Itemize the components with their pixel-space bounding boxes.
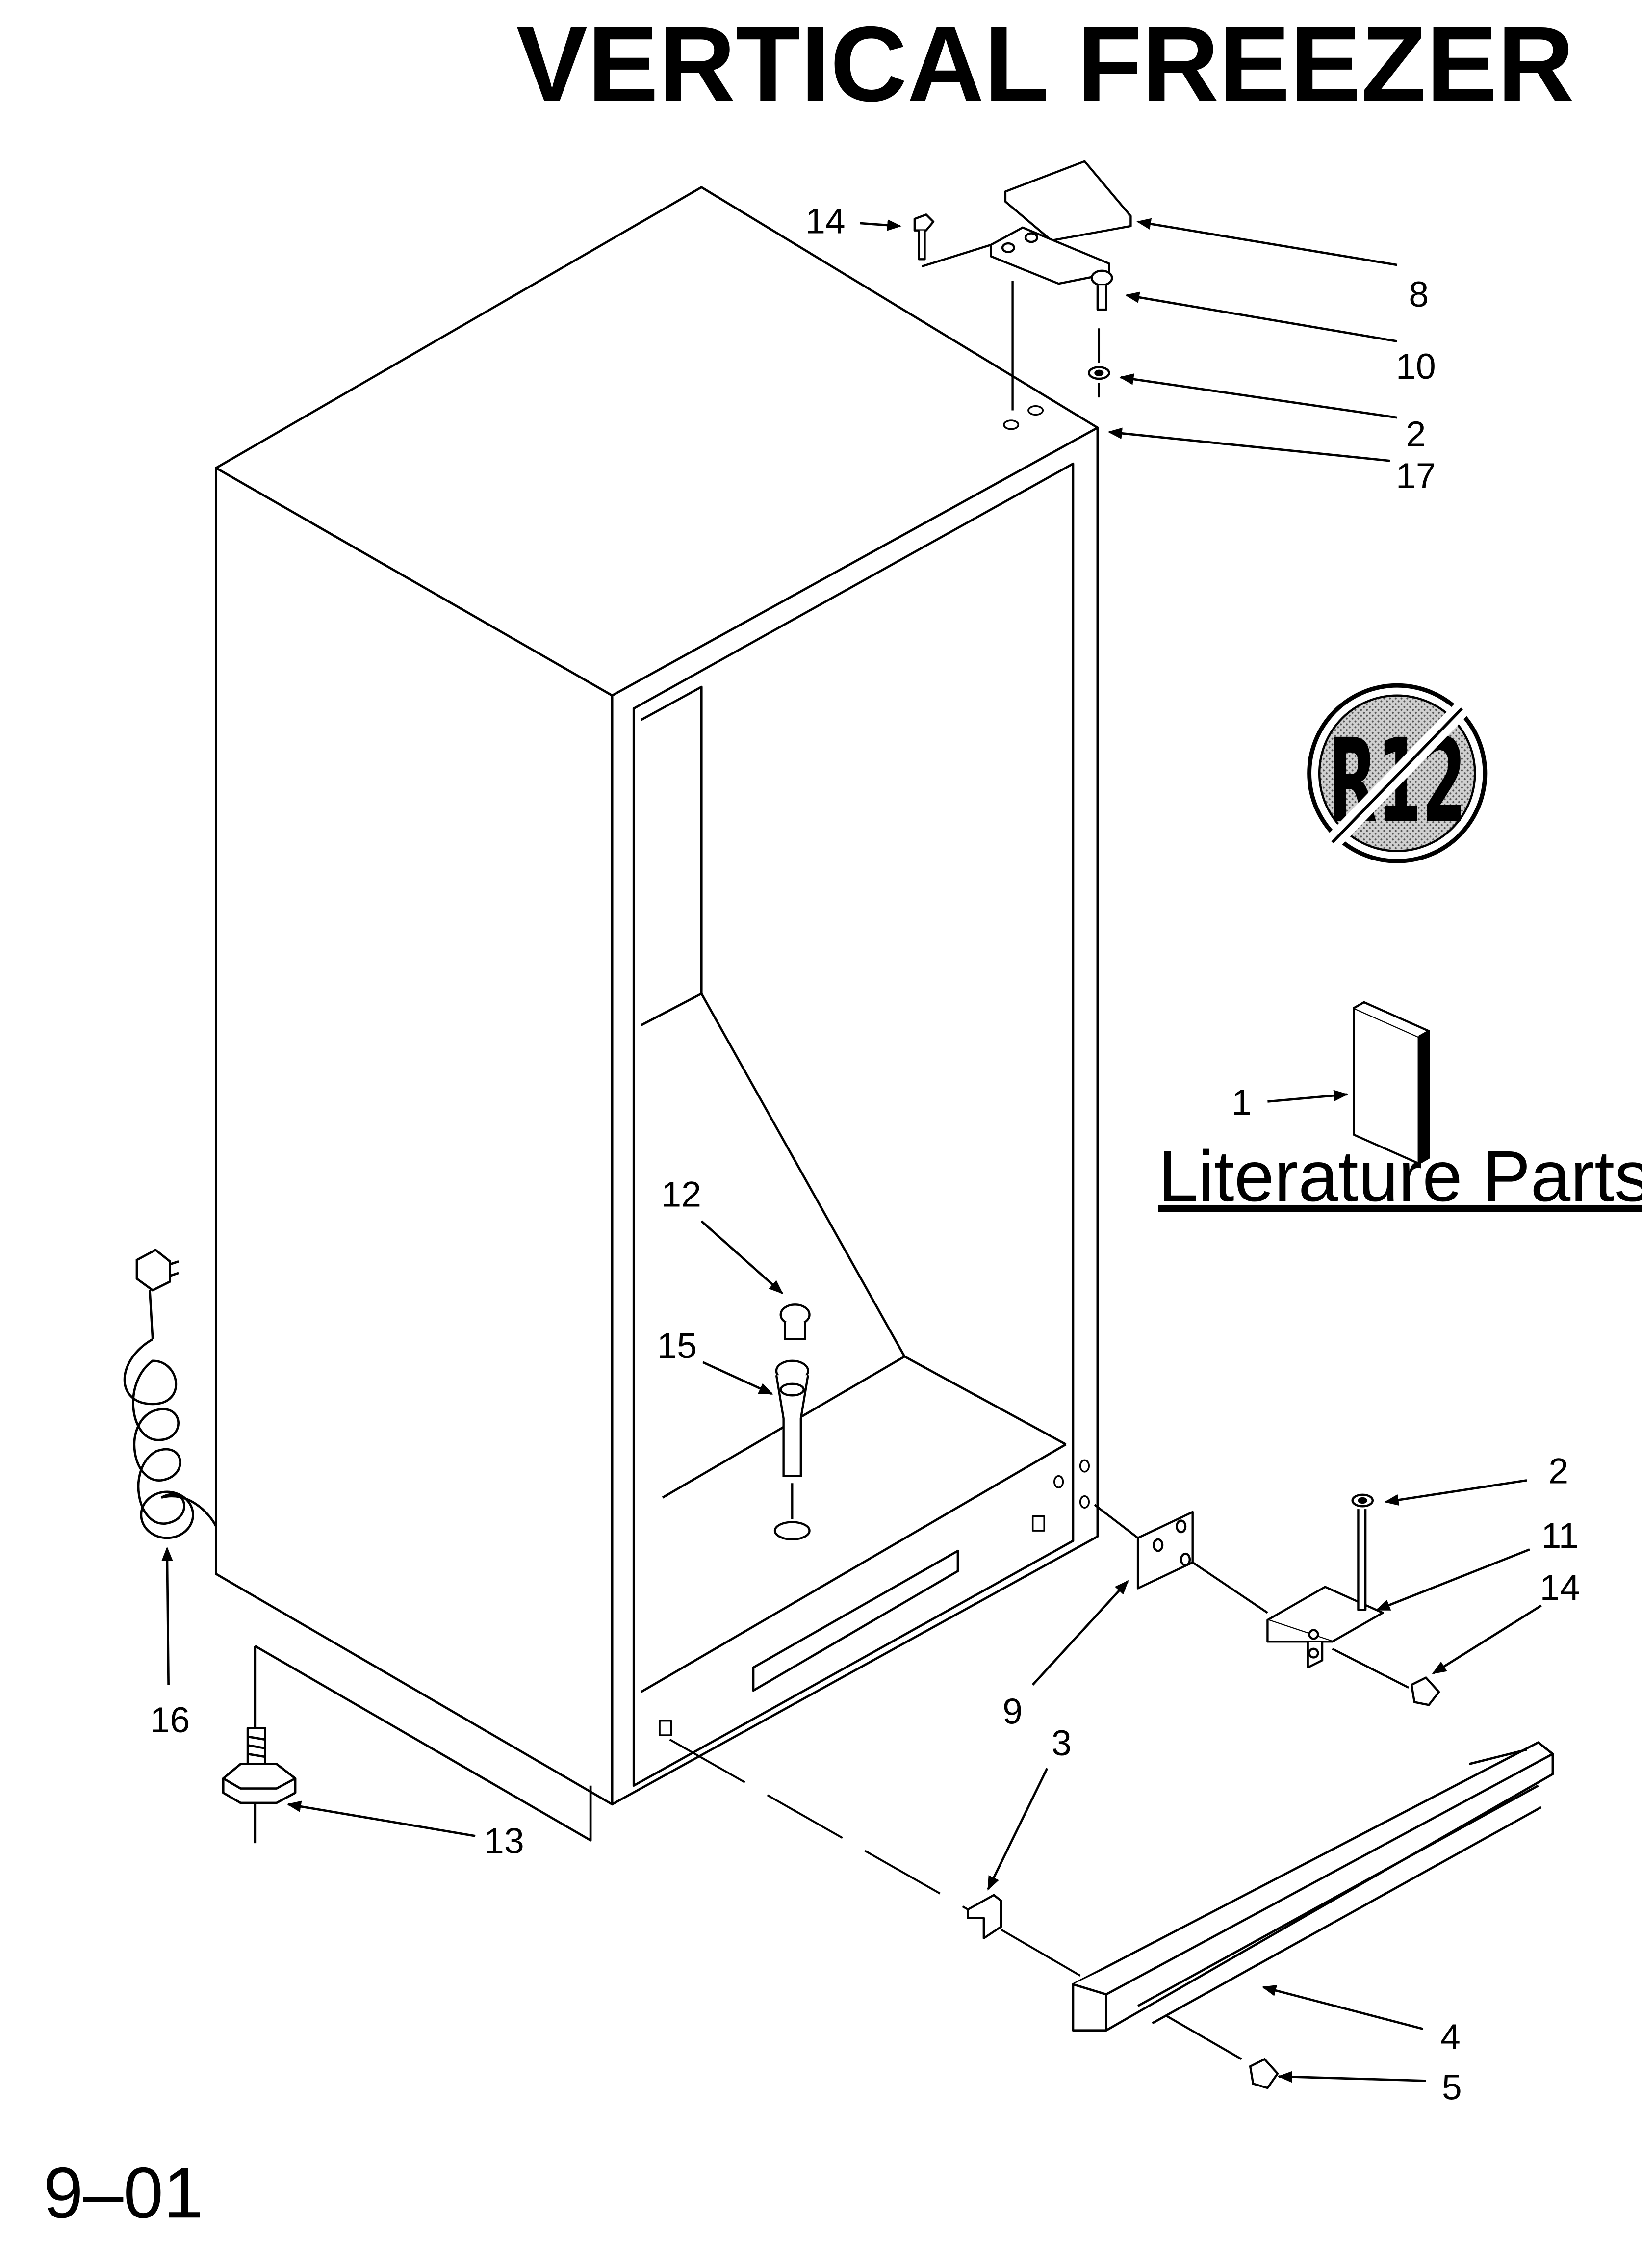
power-cord — [123, 1248, 217, 1539]
callout-part-2-bottom: 2 — [1548, 1451, 1568, 1491]
callout-part-15: 15 — [657, 1326, 697, 1366]
callout-part-8: 8 — [1409, 274, 1429, 314]
toe-grille — [1072, 1741, 1554, 2032]
callout-part-16: 16 — [150, 1700, 190, 1740]
no-r12-logo: R12 — [1307, 683, 1488, 863]
clip-guide-line — [669, 1738, 969, 1910]
callout-part-17: 17 — [1396, 456, 1436, 496]
page-title: VERTICAL FREEZER — [516, 5, 1574, 124]
callout-part-10: 10 — [1396, 346, 1436, 387]
literature-parts-label: Literature Parts — [1158, 1136, 1642, 1217]
callout-part-9: 9 — [1002, 1691, 1023, 1731]
callout-part-5: 5 — [1442, 2067, 1462, 2108]
callout-part-14-top: 14 — [805, 201, 846, 241]
callout-part-14-bottom: 14 — [1540, 1567, 1580, 1608]
drain-parts — [773, 1303, 811, 1540]
grille-screw — [1166, 2015, 1279, 2089]
callout-part-3: 3 — [1052, 1723, 1072, 1763]
callout-part-4: 4 — [1440, 2017, 1461, 2057]
callout-leaders — [161, 218, 1542, 2083]
clip-part — [967, 1894, 1002, 1940]
leveling-leg — [222, 1726, 297, 1804]
literature-book — [1353, 1001, 1430, 1165]
cabinet — [215, 186, 1099, 1844]
grille-guide-line — [1001, 1929, 1081, 1977]
callout-part-11: 11 — [1541, 1515, 1578, 1556]
footer-code: 9–01 — [43, 2153, 204, 2233]
callout-part-2-top: 2 — [1406, 414, 1426, 454]
callout-labels: 8 10 2 17 14 1 12 15 2 11 14 9 3 16 13 4… — [150, 201, 1580, 2108]
bottom-hinge — [1094, 1493, 1440, 1706]
top-hinge — [913, 160, 1132, 411]
callout-part-12: 12 — [661, 1174, 701, 1215]
callout-part-1: 1 — [1232, 1082, 1252, 1122]
callout-part-13: 13 — [484, 1821, 524, 1861]
